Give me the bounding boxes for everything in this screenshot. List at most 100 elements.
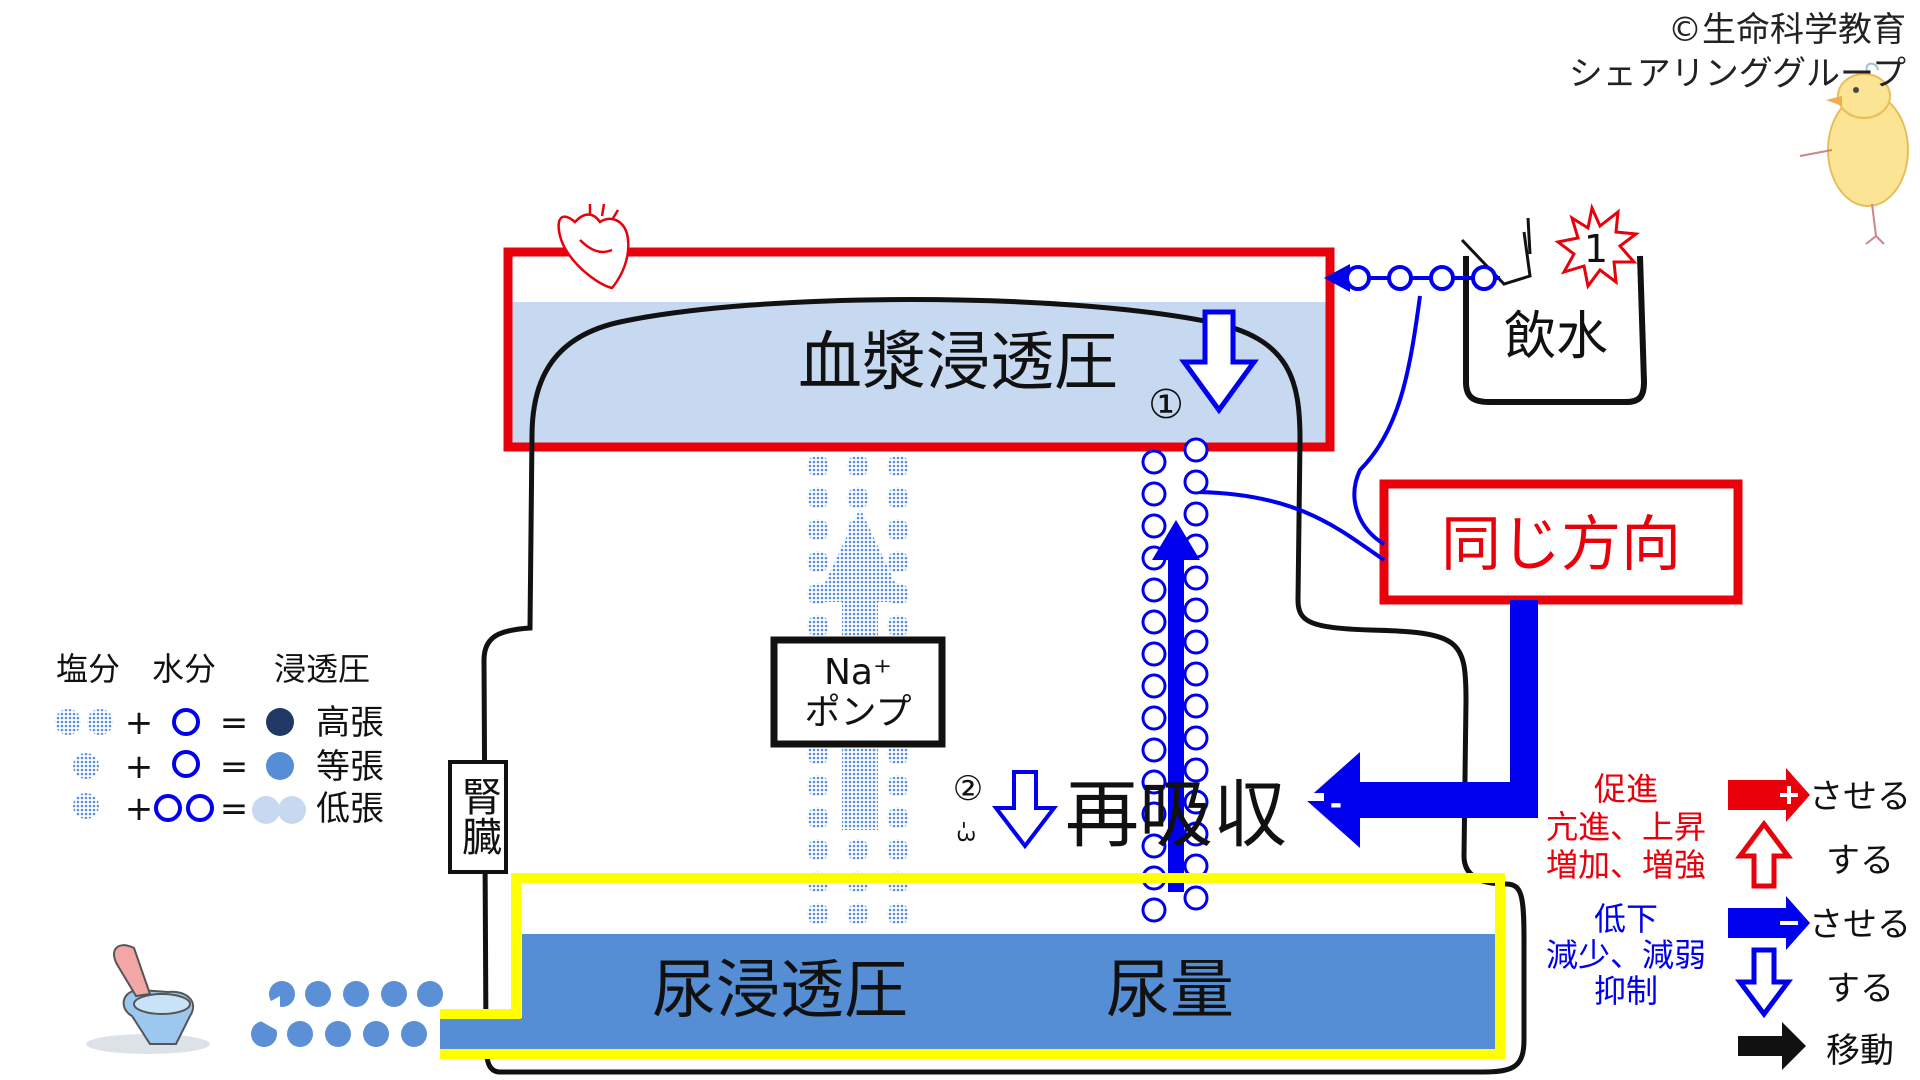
circulation-box	[503, 247, 1335, 452]
urine-osmolality-label: 尿浸透圧	[652, 954, 908, 1028]
cause-decrease-arrow-icon	[1728, 896, 1810, 950]
water-dot	[1183, 789, 1209, 815]
water-dot	[1141, 481, 1167, 507]
water-dot	[1141, 769, 1167, 795]
water-dot	[1183, 437, 1209, 463]
water-dot	[1141, 577, 1167, 603]
water-up-arrow	[1152, 520, 1200, 892]
urine-outflow-arrow	[248, 996, 376, 1032]
same-direction-box	[1379, 479, 1743, 605]
decrease-label: する	[1826, 969, 1894, 1009]
salt-dot-icon	[87, 709, 113, 735]
action-legend: 促進 亢進、上昇 増加、増強 させる する 低下 減少、減弱 抑制 させる する…	[1546, 768, 1911, 1071]
iso-tonicity-label: 等張	[316, 747, 384, 787]
water-ring-icon	[154, 794, 182, 822]
same-direction-label: 同じ方向	[1441, 510, 1681, 580]
minus-sign-box	[1306, 793, 1324, 801]
legend-header-osmolality: 浸透圧	[274, 650, 370, 688]
osmolality-legend: 塩分 水分 浸透圧 + = 高張 + = 等張 + = 低張	[55, 650, 384, 829]
cause-increase-label: させる	[1809, 777, 1911, 817]
plasma-osmolality-label: 血漿浸透圧	[798, 326, 1118, 400]
salt-dot	[807, 551, 829, 573]
minus-sign: -	[1330, 787, 1342, 822]
water-dot	[1183, 501, 1209, 527]
iso-tonicity-icon	[266, 752, 294, 780]
credit-line-2: シェアリンググループ	[1568, 54, 1906, 94]
reabsorption-marker: ②	[953, 769, 983, 809]
burst-badge-icon	[1554, 203, 1640, 290]
water-dot	[1141, 737, 1167, 763]
na-pump-label-line1: Na⁺	[824, 652, 892, 693]
increase-label: する	[1826, 841, 1894, 881]
plasma-decrease-arrow	[1179, 309, 1259, 415]
urine-volume-label: 尿量	[1106, 954, 1234, 1028]
water-dot	[1141, 449, 1167, 475]
salt-dot	[887, 519, 909, 541]
low-tonicity-label: 低張	[316, 789, 384, 829]
increase-arrow-icon	[1735, 819, 1793, 889]
promote-sub2: 増加、増強	[1546, 846, 1706, 884]
salt-dot	[887, 807, 909, 829]
water-cup	[1463, 255, 1648, 405]
salt-dot	[887, 551, 909, 573]
salt-dot	[807, 455, 829, 477]
water-dot	[1183, 469, 1209, 495]
equals-sign: =	[220, 703, 249, 743]
water-dot	[1141, 609, 1167, 635]
water-ring-icon	[172, 708, 200, 736]
reabsorption-sub: -3	[952, 821, 977, 843]
link-curve-reabsorption	[1197, 490, 1386, 562]
water-dot	[1183, 885, 1209, 911]
water-dot	[1183, 725, 1209, 751]
reabsorption-decrease-arrow	[1306, 600, 1538, 848]
cause-increase-arrow-icon	[1728, 768, 1810, 822]
chick-mascot-icon	[1799, 62, 1909, 245]
water-dot	[1141, 801, 1167, 827]
salt-dot	[807, 839, 829, 861]
salt-dot	[887, 743, 909, 765]
promote-sub1: 亢進、上昇	[1546, 808, 1706, 846]
high-tonicity-label: 高張	[316, 703, 384, 743]
salt-dot	[807, 903, 829, 925]
water-dot	[1183, 661, 1209, 687]
burst-badge-number: 1	[1584, 227, 1608, 271]
salt-dot-icon	[73, 753, 99, 779]
salt-dot	[847, 839, 869, 861]
water-dot	[1183, 821, 1209, 847]
water-dot	[1183, 597, 1209, 623]
equals-sign: =	[220, 747, 249, 787]
na-pump-box	[770, 636, 946, 748]
urine-outflow-dots	[251, 981, 443, 1047]
low-tonicity-icon	[252, 796, 280, 824]
salt-dot	[807, 487, 829, 509]
low-tonicity-icon	[278, 796, 306, 824]
reabsorption-label: 再吸収	[1065, 772, 1287, 858]
legend-header-salt: 塩分	[56, 650, 120, 688]
high-tonicity-icon	[266, 708, 294, 736]
salt-dot-icon	[73, 793, 99, 819]
salt-dot	[807, 807, 829, 829]
water-dot	[1141, 705, 1167, 731]
salt-dot	[887, 839, 909, 861]
water-dot	[1141, 641, 1167, 667]
promote-title: 促進	[1594, 770, 1658, 808]
kidney-label: 腎臓	[455, 776, 501, 856]
urine-outflow	[440, 1018, 526, 1052]
credit-block: ©生命科学教育 シェアリンググループ	[1569, 8, 1906, 96]
legend-header-water: 水分	[152, 650, 216, 688]
decrease-arrow-icon	[1735, 947, 1793, 1019]
salt-dot	[807, 615, 829, 637]
urine-band	[522, 934, 1502, 1050]
plus-sign: +	[125, 703, 154, 743]
water-dot	[1141, 897, 1167, 923]
decline-title: 低下	[1594, 900, 1658, 938]
plasma-marker: ①	[1148, 382, 1184, 428]
salt-dot	[807, 743, 829, 765]
heart-icon	[557, 203, 630, 290]
water-dot	[1183, 629, 1209, 655]
kidney-outline	[481, 297, 1527, 1075]
salt-dot	[807, 775, 829, 797]
water-dot	[1183, 693, 1209, 719]
link-curve-water	[1352, 295, 1422, 546]
collecting-duct-outline	[440, 873, 1505, 1059]
